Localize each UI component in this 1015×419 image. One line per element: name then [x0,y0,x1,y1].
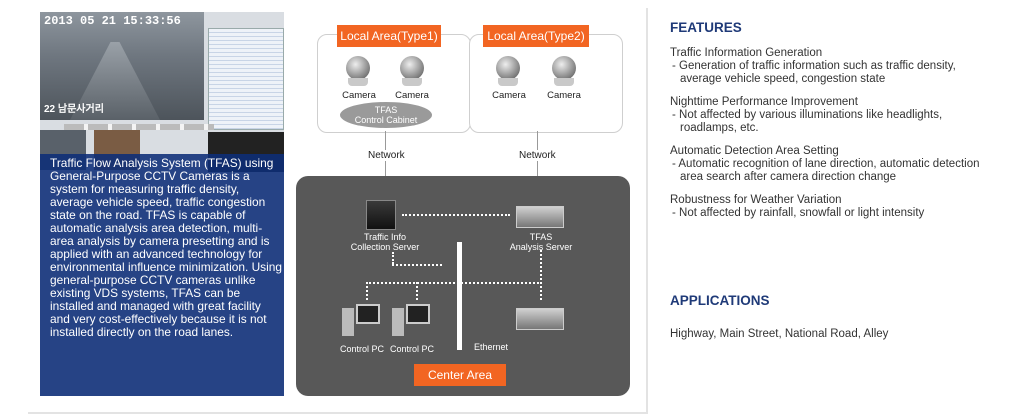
control-buttons-row [64,124,214,130]
ethernet-link-line [416,282,418,300]
cctv-camera-view: 2013 05 21 15:33:56 22 남문사거리 [40,12,204,120]
camera-label: Camera [492,90,526,101]
analysis-server-line2: Analysis Server [509,242,573,252]
feature-title: Nighttime Performance Improvement [670,96,858,108]
cabinet-line1: TFAS [374,105,398,115]
local-area-type1-label: Local Area(Type1) [337,25,441,47]
ethernet-bus [457,242,462,350]
analysis-server-line1: TFAS [529,232,553,242]
applications-text: Highway, Main Street, National Road, All… [670,328,889,340]
storage-server-icon [516,308,564,330]
camera-label: Camera [395,90,429,101]
tfas-control-cabinet: TFAS Control Cabinet [340,102,432,128]
collection-server-line1: Traffic Info [363,232,407,242]
camera-icon [338,56,378,98]
camera-location-label: 22 남문사거리 [44,104,104,115]
control-pc-icon [342,304,380,336]
description-overlay [40,154,284,396]
feature-title: Automatic Detection Area Setting [670,145,839,157]
applications-heading: APPLICATIONS [670,293,770,308]
feature-detail: - Automatic recognition of lane directio… [672,158,980,183]
center-area-box [296,176,630,396]
camera-icon [544,56,584,98]
local-area-type2-box [469,34,623,133]
ethernet-link-line [392,252,394,264]
cabinet-line2: Control Cabinet [354,115,418,125]
camera-label: Camera [342,90,376,101]
features-section: FEATURES Traffic Information Generation … [670,20,1000,230]
server-link-line [402,214,510,216]
feature-detail: - Not affected by various illuminations … [672,109,943,134]
center-area-label: Center Area [414,364,506,386]
feature-detail: - Not affected by rainfall, snowfall or … [672,207,925,219]
network-label: Network [517,150,558,161]
data-list-panel [208,28,284,130]
analysis-server-icon [516,206,564,228]
feature-title: Traffic Information Generation [670,47,823,59]
features-heading: FEATURES [670,20,742,35]
feature-title: Robustness for Weather Variation [670,194,842,206]
ethernet-link-line [366,282,542,284]
features-list: Traffic Information Generation - Generat… [670,47,1000,220]
camera-icon [488,56,528,98]
collection-server-line2: Collection Server [350,242,420,252]
camera-icon [392,56,432,98]
ethernet-link-line [392,264,442,266]
local-area-type2-label: Local Area(Type2) [483,25,589,47]
analysis-server-label: TFAS Analysis Server [496,232,586,252]
ethernet-link-line [366,282,368,300]
collection-server-icon [366,200,396,230]
ethernet-link-line [540,250,542,300]
network-label: Network [366,150,407,161]
system-description: Traffic Flow Analysis System (TFAS) usin… [50,156,282,339]
control-pc-label: Control PC [389,344,434,354]
cctv-screenshot-photo: 2013 05 21 15:33:56 22 남문사거리 [40,12,284,396]
control-pc-icon [392,304,430,336]
ethernet-label: Ethernet [474,342,509,352]
control-pc-label: Control PC [339,344,384,354]
collection-server-label: Traffic Info Collection Server [340,232,430,252]
camera-timestamp: 2013 05 21 15:33:56 [44,14,181,28]
feature-detail: - Generation of traffic information such… [672,60,956,85]
camera-label: Camera [547,90,581,101]
